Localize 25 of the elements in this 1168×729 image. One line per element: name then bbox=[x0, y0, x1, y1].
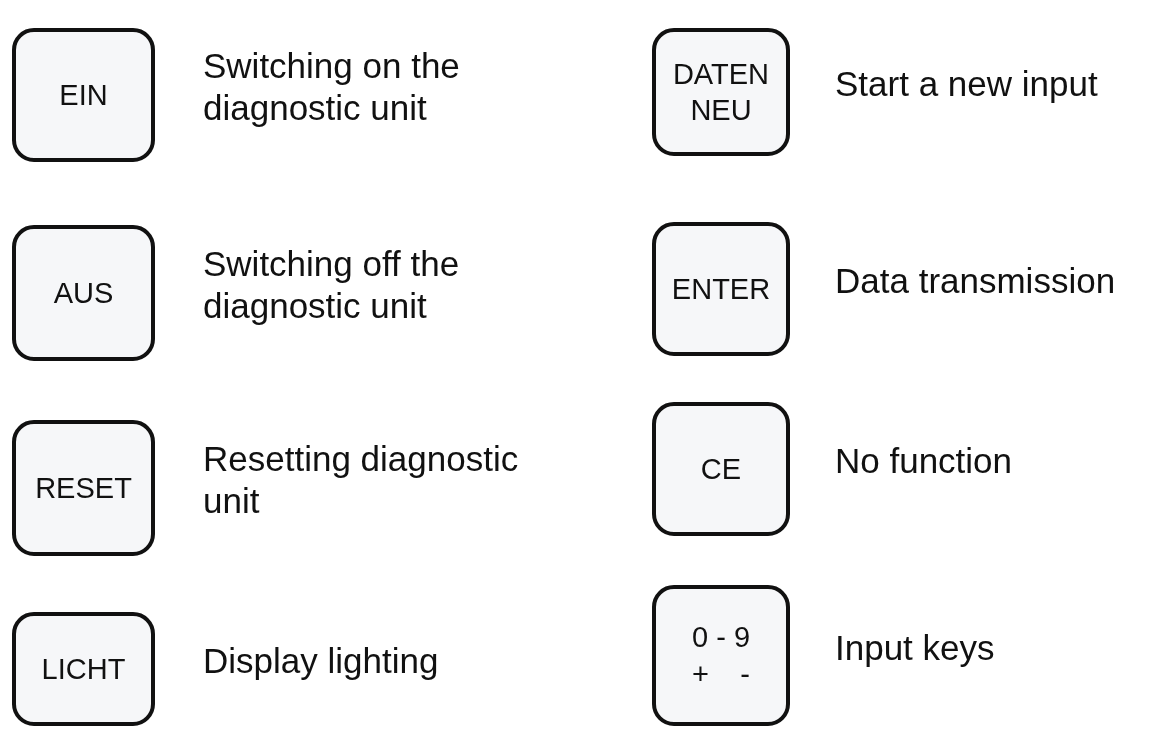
key-button bbox=[652, 222, 790, 356]
key-description: No function bbox=[835, 440, 1014, 482]
key-button bbox=[652, 402, 790, 536]
key-description: Start a new input bbox=[835, 63, 1099, 105]
key-button bbox=[12, 225, 155, 361]
key-description: Display lighting bbox=[203, 640, 440, 682]
key-label: DATEN NEU bbox=[671, 56, 771, 128]
key-label: 0 - 9 bbox=[692, 620, 750, 656]
key-label: AUS bbox=[53, 275, 114, 311]
key-description: Resetting diagnostic unit bbox=[203, 438, 520, 522]
key-button bbox=[12, 28, 155, 162]
key-label: LICHT bbox=[41, 651, 126, 687]
key-label: CE bbox=[700, 451, 742, 487]
key-description: Switching off the diagnostic unit bbox=[203, 243, 461, 327]
key-button bbox=[12, 420, 155, 556]
key-label: RESET bbox=[35, 470, 132, 506]
key-button bbox=[652, 585, 790, 726]
key-button bbox=[12, 612, 155, 726]
key-label: ENTER bbox=[671, 271, 771, 307]
key-description: Input keys bbox=[835, 626, 996, 669]
key-label: EIN bbox=[59, 77, 108, 113]
key-description: Data transmission bbox=[835, 260, 1117, 302]
key-button bbox=[652, 28, 790, 156]
key-label: + - bbox=[692, 656, 750, 692]
key-description: Switching on the diagnostic unit bbox=[203, 45, 461, 129]
